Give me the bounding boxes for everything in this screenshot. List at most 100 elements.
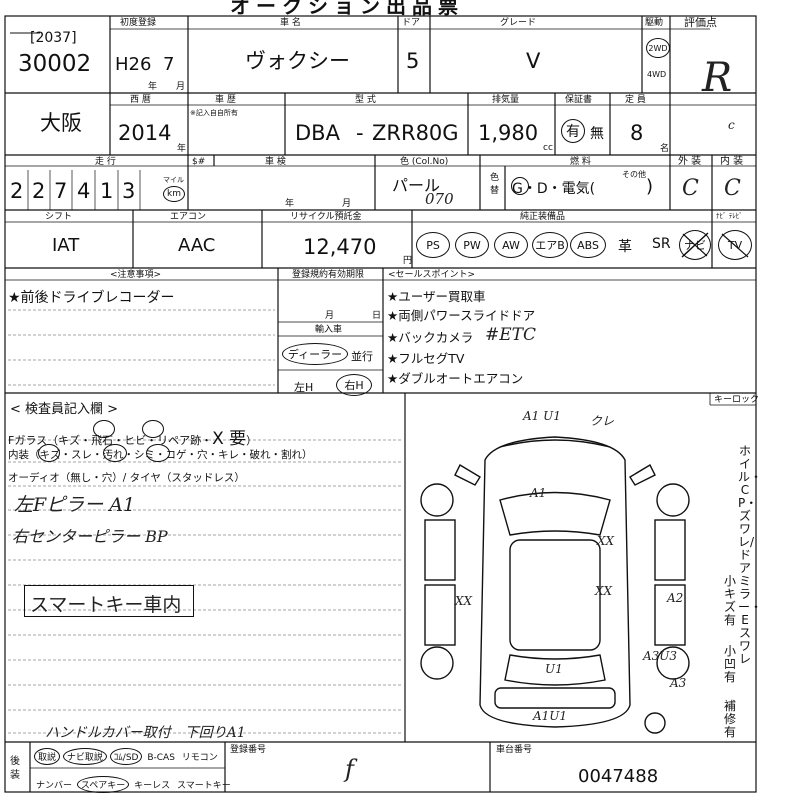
damage-mark-front: A1 U1: [522, 409, 561, 423]
year-mark-2: 年: [177, 144, 187, 154]
chassis-number-value: 0047488: [578, 766, 659, 787]
mileage-digit-1: 2: [10, 179, 24, 203]
interior-dirt-circle: [103, 444, 127, 462]
car-rear-bumper: [494, 687, 616, 709]
damage-mark-rr: A3U3: [642, 649, 677, 663]
car-rear-glass: [504, 654, 606, 686]
month-mark: 月: [176, 82, 186, 92]
sales-point-1: ★ユーザー買取車: [387, 289, 486, 304]
label-chassis-number: 車台番号: [496, 745, 533, 755]
score-handwritten: R: [702, 55, 733, 101]
inspector-note-3: スマートキー車内: [30, 594, 182, 616]
equip-ps: PS: [416, 232, 450, 258]
windshield-chip-circle: [93, 420, 115, 438]
equip-sunroof: SR: [652, 236, 671, 252]
inspection-month-mark: 月: [342, 199, 352, 209]
recycle-yen: 円: [403, 256, 413, 266]
car-left-rear-door: [424, 584, 456, 646]
label-sales-points: <セールスポイント>: [388, 270, 476, 280]
inspection-year-mark: 年: [285, 199, 295, 209]
capacity-unit: 名: [660, 144, 670, 154]
label-mileage: 走 行: [95, 157, 116, 167]
displacement-unit: cc: [543, 143, 553, 153]
label-capacity: 定 員: [625, 95, 646, 105]
left-hand-drive: 左H: [294, 381, 314, 394]
label-sign: $#: [192, 157, 206, 167]
footer-items-row-1: 取説 ナビ取説 ｺﾑ/SD B-CAS リモコン: [34, 748, 220, 765]
car-wheel-rf: [656, 483, 690, 517]
mileage-digit-5: 1: [100, 179, 114, 203]
lot-number: 30002: [18, 51, 92, 77]
expiry-day: 日: [372, 311, 382, 321]
footer-item-smart-key: スマートキー: [177, 781, 231, 791]
model-prefix: DBA: [295, 121, 340, 145]
car-wheel-rr: [656, 646, 690, 680]
mileage-digit-2: 2: [32, 179, 46, 203]
footer-item-remote: リモコン: [181, 753, 218, 763]
label-displacement: 排気量: [492, 95, 520, 105]
label-shift: シフト: [45, 212, 73, 222]
recycle-value: 12,470: [303, 235, 377, 259]
damage-mark-rear-glass: U1: [545, 662, 563, 676]
label-registration-number: 登録番号: [230, 745, 267, 755]
color-change-label: 色替: [490, 173, 500, 196]
drive-4wd: 4WD: [647, 70, 667, 79]
sales-point-5: ★ダブルオートエアコン: [387, 371, 524, 386]
color-code-handwritten: 070: [425, 190, 454, 208]
displacement-value: 1,980: [478, 121, 539, 145]
car-wheel-lr: [420, 646, 454, 680]
damage-mark-hood: A1: [529, 486, 546, 500]
windshield-text: Fガラス（キズ・飛石・ヒビ・リペア跡・: [8, 434, 213, 447]
mileage-unit-km-circle: km: [163, 186, 185, 202]
car-windshield: [499, 491, 611, 536]
shift-value: IAT: [52, 235, 80, 256]
mileage-digit-6: 3: [122, 179, 136, 203]
windshield-line: Fガラス（キズ・飛石・ヒビ・リペア跡・X 要）: [8, 424, 257, 449]
label-score: 評価点: [684, 16, 717, 29]
note-text: ★前後ドライブレコーダー: [8, 290, 175, 306]
label-car-name: 車 名: [280, 18, 301, 28]
label-western-year: 西 暦: [130, 95, 151, 105]
fuel-value: G・D・電気(: [512, 181, 596, 197]
drive-2wd-circle: 2WD: [646, 38, 670, 58]
capacity-value: 8: [630, 121, 644, 145]
score-handwritten-mark: c: [728, 118, 735, 132]
interior-handwritten: C: [724, 176, 741, 201]
sales-point-4: ★フルセグTV: [387, 351, 465, 366]
sales-point-2: ★両側パワースライドドア: [387, 308, 536, 323]
form-title: オークション出品票: [230, 0, 464, 18]
car-left-mirror: [454, 464, 481, 486]
label-notes: <注意事項>: [110, 270, 162, 280]
damage-mark-lr-door: XX: [454, 594, 473, 608]
warranty-no: 無: [590, 126, 604, 142]
expiry-month: 月: [325, 311, 335, 321]
fuel-gasoline-circle: [511, 177, 529, 195]
spare-wheel: [644, 712, 666, 734]
interior-stain-circle: [146, 444, 170, 462]
footer-item-number: ナンバー: [36, 781, 73, 791]
label-fuel: 燃 料: [570, 157, 591, 167]
equip-aw: AW: [494, 232, 528, 258]
damage-mark-rear-right: A3: [669, 676, 687, 690]
damage-mark-rf-door: XX: [596, 534, 615, 548]
footer-item-sd: ｺﾑ/SD: [109, 748, 143, 765]
car-left-front-door: [424, 519, 456, 581]
registration-number-handwritten: f: [345, 755, 354, 783]
label-registration-expiry: 登録規約有効期限: [292, 270, 365, 280]
label-color: 色 (Col.No): [400, 157, 449, 167]
label-recycle: リサイクル預託金: [290, 212, 362, 222]
keylock-label: キーロック: [714, 395, 760, 405]
side-text-small-dent: 小凹有: [723, 644, 736, 684]
label-model: 型 式: [355, 95, 376, 105]
footer-item-manual: 取説: [34, 748, 61, 765]
label-doors: ドア: [402, 18, 421, 28]
mileage-digit-3: 7: [54, 179, 68, 203]
car-right-front-door: [654, 519, 686, 581]
car-name-value: ヴォクシー: [245, 49, 350, 73]
aircon-value: AAC: [178, 235, 216, 256]
car-right-rear-door: [654, 584, 686, 646]
audio-tire-text: オーディオ（無し・穴）/ タイヤ（スタッドレス）: [8, 472, 245, 484]
footer-items-row-2: ナンバー スペアキー キーレス スマートキー: [34, 776, 233, 793]
equip-pw: PW: [455, 232, 489, 258]
